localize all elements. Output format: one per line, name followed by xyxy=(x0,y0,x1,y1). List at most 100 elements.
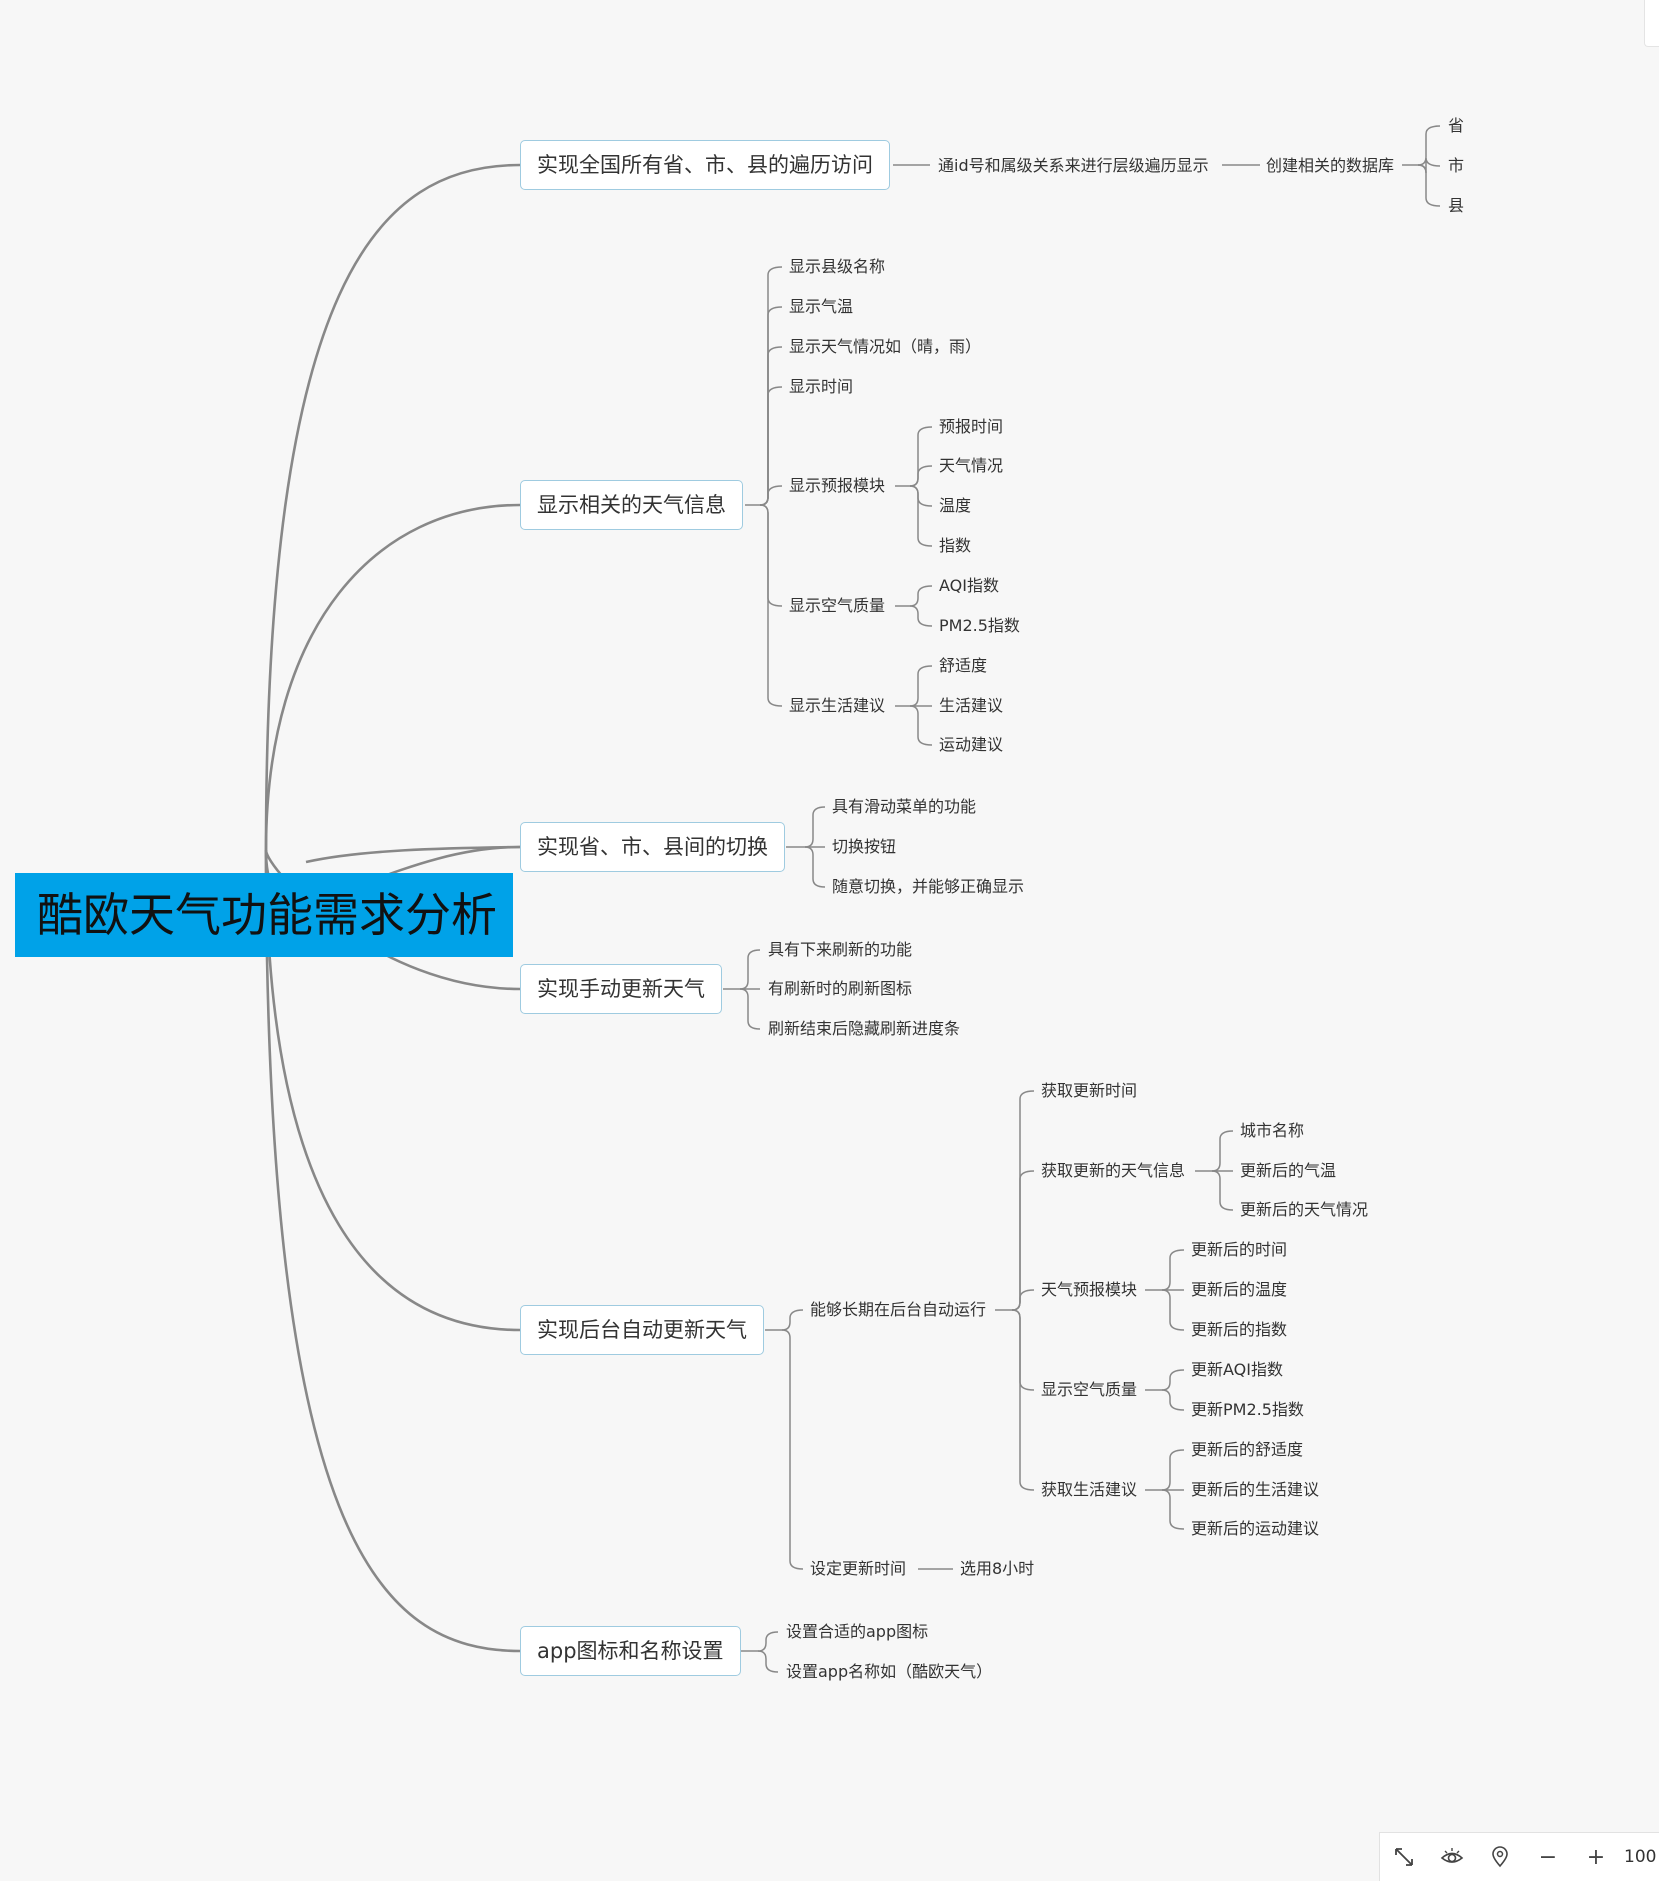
subtopic-hierarchy-traversal[interactable]: 通id号和属级关系来进行层级遍历显示 xyxy=(938,156,1209,175)
leaf-city-name[interactable]: 城市名称 xyxy=(1240,1121,1305,1140)
b2-bracket-child-2 xyxy=(804,846,826,888)
subtopic-pull-refresh[interactable]: 具有下来刷新的功能 xyxy=(768,940,913,959)
b4-forecast-child-0 xyxy=(1161,1249,1185,1291)
root-connector-1 xyxy=(264,503,521,851)
b4-sub-child-0 xyxy=(1011,1090,1035,1311)
leaf-every-8-hours[interactable]: 选用8小时 xyxy=(960,1559,1035,1578)
b1-air-child-1 xyxy=(909,605,933,627)
subtopic-run-in-background[interactable]: 能够长期在后台自动运行 xyxy=(810,1300,987,1319)
b2-bracket-child-0 xyxy=(804,806,826,848)
zoom-in-button[interactable]: + xyxy=(1586,1844,1606,1870)
b1-forecast-child-1 xyxy=(909,465,933,487)
root-connector-5 xyxy=(264,849,521,1653)
leaf-update-aqi[interactable]: 更新AQI指数 xyxy=(1191,1360,1283,1379)
topic-region-switch[interactable]: 实现省、市、县间的切换 xyxy=(520,822,785,872)
subtopic-app-name[interactable]: 设置app名称如（酷欧天气） xyxy=(786,1662,993,1681)
topic-app-icon-name[interactable]: app图标和名称设置 xyxy=(520,1626,741,1676)
b4-life-child-0 xyxy=(1161,1449,1185,1491)
b1-forecast-child-0 xyxy=(909,426,933,487)
leaf-updated-life-advice[interactable]: 更新后的生活建议 xyxy=(1191,1480,1320,1499)
root-topic[interactable]: 酷欧天气功能需求分析 xyxy=(15,873,513,957)
b1-bracket-child-3 xyxy=(759,386,783,506)
locate-button[interactable] xyxy=(1476,1833,1524,1881)
leaf-county[interactable]: 县 xyxy=(1448,196,1465,215)
leaf-province[interactable]: 省 xyxy=(1448,116,1465,135)
subtopic-air-quality[interactable]: 显示空气质量 xyxy=(789,596,886,615)
view-mode-button[interactable] xyxy=(1428,1833,1476,1881)
subtopic-temperature[interactable]: 显示气温 xyxy=(789,297,854,316)
leaf-updated-weather[interactable]: 更新后的天气情况 xyxy=(1240,1200,1369,1219)
leaf-updated-temp-2[interactable]: 更新后的温度 xyxy=(1191,1280,1288,1299)
topic-background-update[interactable]: 实现后台自动更新天气 xyxy=(520,1305,764,1355)
subtopic-weather-condition[interactable]: 显示天气情况如（晴，雨） xyxy=(789,337,982,356)
leaf-life-advice[interactable]: 生活建议 xyxy=(939,696,1004,715)
subtopic-create-database[interactable]: 创建相关的数据库 xyxy=(1266,156,1395,175)
leaf-aqi-index[interactable]: AQI指数 xyxy=(939,576,999,595)
leaf-sport-advice[interactable]: 运动建议 xyxy=(939,735,1004,754)
subtopic-time[interactable]: 显示时间 xyxy=(789,377,854,396)
eye-icon xyxy=(1440,1848,1464,1863)
b0-bracket-child-2 xyxy=(1417,164,1441,207)
leaf-updated-comfort[interactable]: 更新后的舒适度 xyxy=(1191,1440,1304,1459)
leaf-updated-time[interactable]: 更新后的时间 xyxy=(1191,1240,1288,1259)
b1-life-child-2 xyxy=(909,705,933,746)
zoom-toolbar: − + 100 xyxy=(1379,1832,1659,1881)
topic-manual-refresh[interactable]: 实现手动更新天气 xyxy=(520,964,722,1014)
leaf-forecast-time[interactable]: 预报时间 xyxy=(939,417,1004,436)
leaf-pm25-index[interactable]: PM2.5指数 xyxy=(939,616,1020,635)
map-pin-icon xyxy=(1492,1846,1508,1868)
b4-forecast-child-2 xyxy=(1161,1289,1185,1331)
b4-sub-child-4 xyxy=(1011,1309,1035,1491)
b1-bracket-child-0 xyxy=(759,266,783,506)
b1-bracket-child-4 xyxy=(759,485,783,506)
leaf-updated-temperature[interactable]: 更新后的气温 xyxy=(1240,1161,1337,1180)
b1-forecast-child-3 xyxy=(909,485,933,547)
subtopic-forecast-module-2[interactable]: 天气预报模块 xyxy=(1041,1280,1138,1299)
subtopic-set-update-time[interactable]: 设定更新时间 xyxy=(810,1559,907,1578)
leaf-updated-index[interactable]: 更新后的指数 xyxy=(1191,1320,1288,1339)
leaf-updated-sport-advice[interactable]: 更新后的运动建议 xyxy=(1191,1519,1320,1538)
leaf-update-pm25[interactable]: 更新PM2.5指数 xyxy=(1191,1400,1304,1419)
subtopic-air-quality-2[interactable]: 显示空气质量 xyxy=(1041,1380,1138,1399)
subtopic-life-advice[interactable]: 显示生活建议 xyxy=(789,696,886,715)
b4-air-child-0 xyxy=(1161,1369,1185,1391)
topic-weather-info[interactable]: 显示相关的天气信息 xyxy=(520,480,743,530)
subtopic-get-update-time[interactable]: 获取更新时间 xyxy=(1041,1081,1138,1100)
zoom-level: 100 xyxy=(1624,1847,1657,1867)
b4-sub-child-1 xyxy=(1011,1170,1035,1311)
subtopic-hide-progress[interactable]: 刷新结束后隐藏刷新进度条 xyxy=(768,1019,961,1038)
leaf-comfort[interactable]: 舒适度 xyxy=(939,656,988,675)
topic-traverse-regions[interactable]: 实现全国所有省、市、县的遍历访问 xyxy=(520,140,890,190)
expand-arrows-icon xyxy=(1395,1848,1413,1866)
b4-bracket-child-1 xyxy=(781,1329,804,1570)
subtopic-free-switch[interactable]: 随意切换，并能够正确显示 xyxy=(832,877,1025,896)
subtopic-county-name[interactable]: 显示县级名称 xyxy=(789,257,886,276)
b1-life-child-0 xyxy=(909,665,933,707)
subtopic-get-weather-info[interactable]: 获取更新的天气信息 xyxy=(1041,1161,1186,1180)
window-corner-tab xyxy=(1644,0,1659,47)
b5-bracket-child-0 xyxy=(757,1631,779,1652)
subtopic-forecast-module[interactable]: 显示预报模块 xyxy=(789,476,886,495)
subtopic-app-icon[interactable]: 设置合适的app图标 xyxy=(786,1622,929,1641)
b1-air-child-0 xyxy=(909,585,933,607)
b1-bracket-child-5 xyxy=(759,504,783,607)
leaf-forecast-temperature[interactable]: 温度 xyxy=(939,496,972,515)
b1-bracket-child-1 xyxy=(759,306,783,506)
leaf-city[interactable]: 市 xyxy=(1448,156,1465,175)
leaf-forecast-weather[interactable]: 天气情况 xyxy=(939,456,1004,475)
leaf-forecast-index[interactable]: 指数 xyxy=(939,536,972,555)
fit-screen-button[interactable] xyxy=(1380,1833,1428,1881)
b4-weather-child-2 xyxy=(1211,1170,1234,1211)
b3-bracket-child-0 xyxy=(739,949,761,990)
subtopic-get-life-advice[interactable]: 获取生活建议 xyxy=(1041,1480,1138,1499)
b1-bracket-child-2 xyxy=(759,346,783,506)
b4-bracket-child-0 xyxy=(781,1309,804,1331)
subtopic-refresh-icon[interactable]: 有刷新时的刷新图标 xyxy=(768,979,913,998)
subtopic-sliding-menu[interactable]: 具有滑动菜单的功能 xyxy=(832,797,977,816)
root-connector-extra xyxy=(305,845,521,864)
b5-bracket-child-1 xyxy=(757,1650,779,1673)
subtopic-switch-button[interactable]: 切换按钮 xyxy=(832,837,897,856)
zoom-out-button[interactable]: − xyxy=(1538,1844,1558,1870)
root-connector-0 xyxy=(264,163,521,851)
